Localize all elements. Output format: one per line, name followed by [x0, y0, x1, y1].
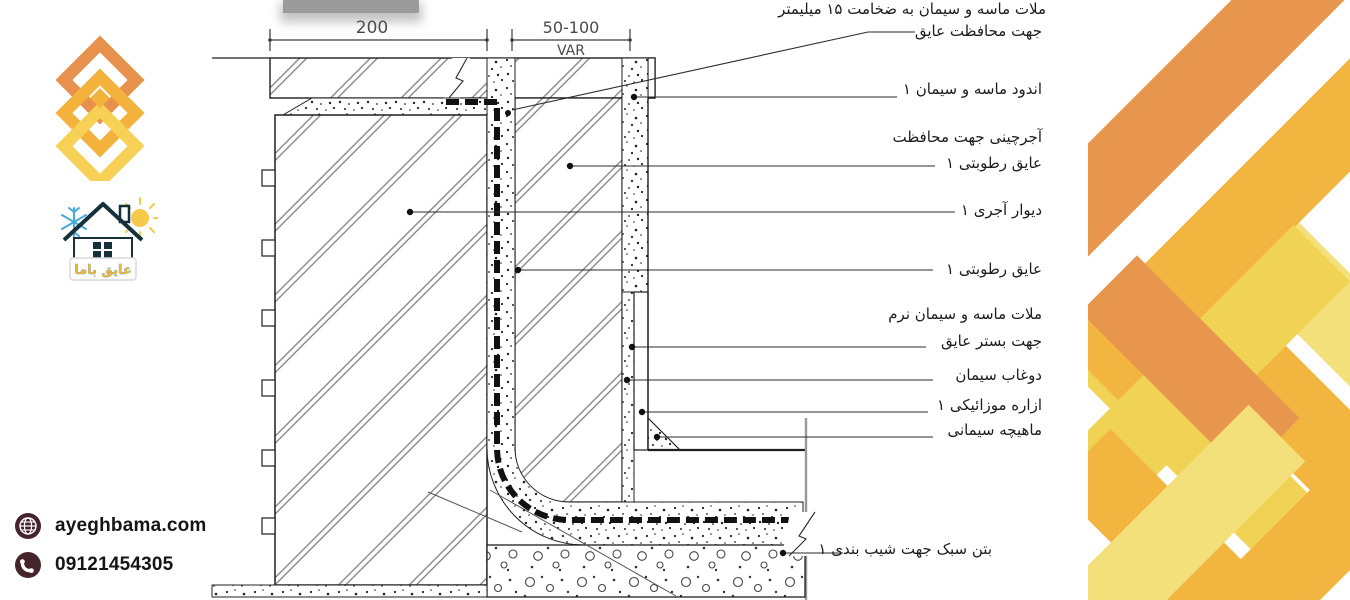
label-brick-protection-line2: عایق رطوبتی ۱	[946, 154, 1042, 172]
lightweight-concrete	[427, 489, 806, 598]
logo-wordmark: عایق باما	[74, 263, 132, 278]
label-cement-fillet: ماهیچه سیمانی	[947, 421, 1042, 439]
label-mosaic-plinth: ازاره موزائیکی ۱	[937, 396, 1042, 414]
label-moisture-insulation: عایق رطوبتی ۱	[946, 260, 1042, 278]
wall-notch	[261, 517, 276, 535]
phone-row: 09121454305	[14, 551, 207, 579]
dimension-50-100-value: 50-100	[543, 18, 600, 37]
logo-sign: عایق باما	[69, 257, 137, 281]
floor-slab	[647, 98, 808, 600]
cement-fillet	[647, 416, 682, 451]
phone-icon	[15, 552, 41, 578]
ribbon-band	[1088, 404, 1306, 600]
phone-text: 09121454305	[55, 554, 174, 575]
label-cement-plaster: اندود ماسه و سیمان ۱	[902, 80, 1042, 98]
label-soft-mortar-line2: جهت بستر عایق	[940, 332, 1042, 350]
footing-band	[211, 584, 488, 598]
leader-dots	[406, 93, 787, 557]
label-brick-protection-line1: آجرچینی جهت محافظت	[892, 128, 1043, 146]
house-logo: عایق باما	[61, 197, 158, 281]
website-text: ayeghbama.com	[55, 515, 207, 536]
dimension-200	[268, 29, 489, 51]
wall-notch	[261, 379, 276, 397]
ribbon-band	[1198, 418, 1350, 600]
mosaic-plinth	[633, 291, 649, 451]
insulation-membrane	[446, 99, 803, 523]
wall-notch	[261, 449, 276, 467]
label-mortar-protect-line2: جهت محافظت عایق	[914, 22, 1042, 40]
dimension-50-100	[510, 29, 632, 51]
protective-brick-wall	[514, 97, 623, 503]
wall-notch	[261, 239, 276, 257]
dimension-200-value: 200	[356, 18, 388, 38]
label-lightweight-concrete: بتن سبک جهت شیب بندی ۱	[818, 540, 992, 558]
website-row: ayeghbama.com	[14, 512, 207, 540]
ceiling-slab	[212, 57, 656, 99]
wall-notch	[261, 169, 276, 187]
leader-lines	[410, 31, 955, 554]
brick-wall-left	[261, 114, 488, 586]
section-break	[782, 511, 818, 557]
contact-block: ayeghbama.com 09121454305	[14, 512, 207, 579]
wall-notch	[261, 309, 276, 327]
ribbon-decoration	[1088, 0, 1350, 600]
gray-bar	[283, 0, 419, 13]
ribbon-band	[1088, 0, 1350, 286]
label-soft-mortar-line1: ملات ماسه و سیمان نرم	[888, 305, 1042, 323]
label-mortar-protect-line1: ملات ماسه و سیمان به ضخامت ۱۵ میلیمتر	[778, 0, 1046, 18]
brand-diamond-logo	[55, 35, 145, 181]
label-brick-wall: دیوار آجری ۱	[960, 201, 1042, 219]
dimension-var-value: VAR	[557, 43, 585, 59]
globe-icon	[15, 513, 41, 539]
label-cement-slurry: دوغاب سیمان	[955, 366, 1042, 384]
